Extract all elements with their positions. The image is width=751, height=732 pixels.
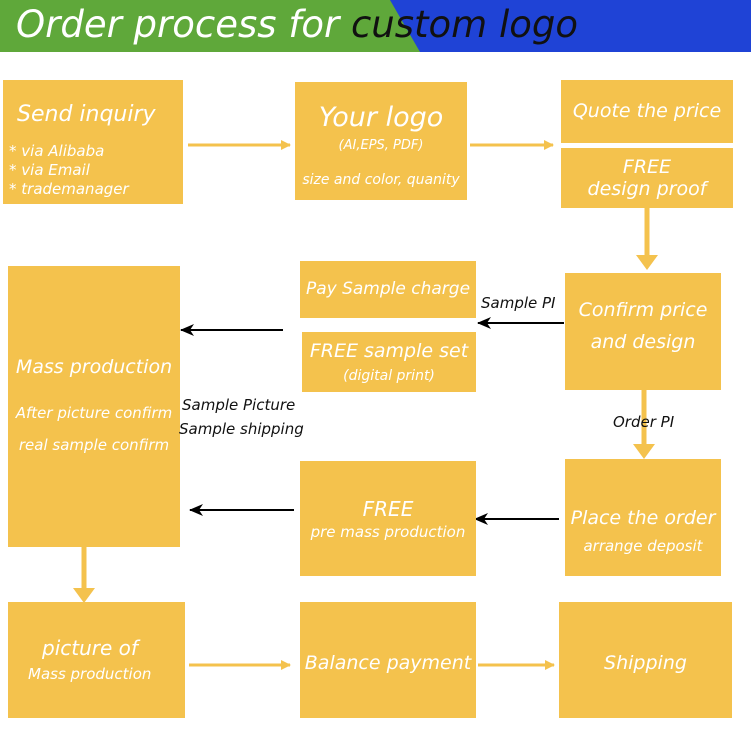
mass-production-line2: real sample confirm (18, 436, 170, 454)
arrow-confirm-to-order-head (633, 444, 655, 459)
quote-price-title: Quote the price (572, 100, 722, 122)
header-banner: Order process for custom logo (0, 0, 751, 52)
balance-payment-title: Balance payment (304, 652, 472, 674)
free-sample-title: FREE sample set (309, 340, 469, 362)
step-your-logo: Your logo (AI,EPS, PDF) size and color, … (295, 82, 467, 200)
step-shipping: Shipping (559, 602, 732, 718)
step-send-inquiry: Send inquiry * via Alibaba * via Email *… (3, 80, 183, 204)
step-free-sample-set: FREE sample set (digital print) (302, 332, 476, 392)
free-pre-sub: pre mass production (310, 523, 466, 541)
arrow-design-to-confirm-head (636, 255, 658, 270)
confirm-price-line1: Confirm price (578, 299, 708, 321)
header-background (0, 0, 751, 52)
step-place-order: Place the order arrange deposit (565, 459, 721, 576)
place-order-sub: arrange deposit (583, 537, 703, 555)
confirm-price-line2: and design (590, 331, 696, 353)
page-title: Order process for custom logo (16, 2, 578, 48)
title-part-2: custom logo (350, 3, 579, 46)
shipping-title: Shipping (604, 652, 687, 674)
step-balance-payment: Balance payment (300, 602, 476, 718)
label-sample-shipping: Sample shipping (179, 420, 304, 438)
send-inquiry-item: * via Email (9, 161, 90, 179)
picture-of-line1: picture of (42, 636, 138, 660)
mass-production-line1: After picture confirm (15, 404, 173, 422)
step-free-pre-mass-production: FREE pre mass production (300, 461, 476, 576)
arrow-mass-to-picture-head (73, 588, 95, 603)
step-confirm-price: Confirm price and design (565, 273, 721, 390)
your-logo-title: Your logo (318, 102, 444, 133)
step-pay-sample-charge: Pay Sample charge (300, 261, 476, 318)
step-mass-production: Mass production After picture confirm re… (8, 266, 180, 547)
your-logo-details: size and color, quanity (302, 172, 460, 188)
step-quote-price: Quote the price (561, 80, 733, 143)
title-part-1: Order process for (16, 3, 351, 46)
free-design-line1: FREE (622, 156, 672, 178)
place-order-title: Place the order (570, 507, 716, 529)
pay-sample-title: Pay Sample charge (305, 279, 471, 299)
step-free-design-proof: FREE design proof (561, 148, 733, 208)
label-order-pi: Order PI (613, 413, 675, 431)
free-sample-sub: (digital print) (343, 368, 435, 384)
label-sample-pi: Sample PI (481, 294, 556, 312)
mass-production-title: Mass production (15, 356, 173, 378)
picture-of-line2: Mass production (28, 665, 152, 683)
step-picture-of-mass-production: picture of Mass production (8, 602, 185, 718)
send-inquiry-item: * via Alibaba (9, 142, 105, 160)
your-logo-formats: (AI,EPS, PDF) (338, 138, 424, 153)
free-pre-title: FREE (362, 497, 414, 521)
send-inquiry-item: * trademanager (9, 180, 129, 198)
free-design-line2: design proof (587, 178, 707, 200)
send-inquiry-title: Send inquiry (17, 102, 156, 127)
label-sample-picture: Sample Picture (182, 396, 296, 414)
